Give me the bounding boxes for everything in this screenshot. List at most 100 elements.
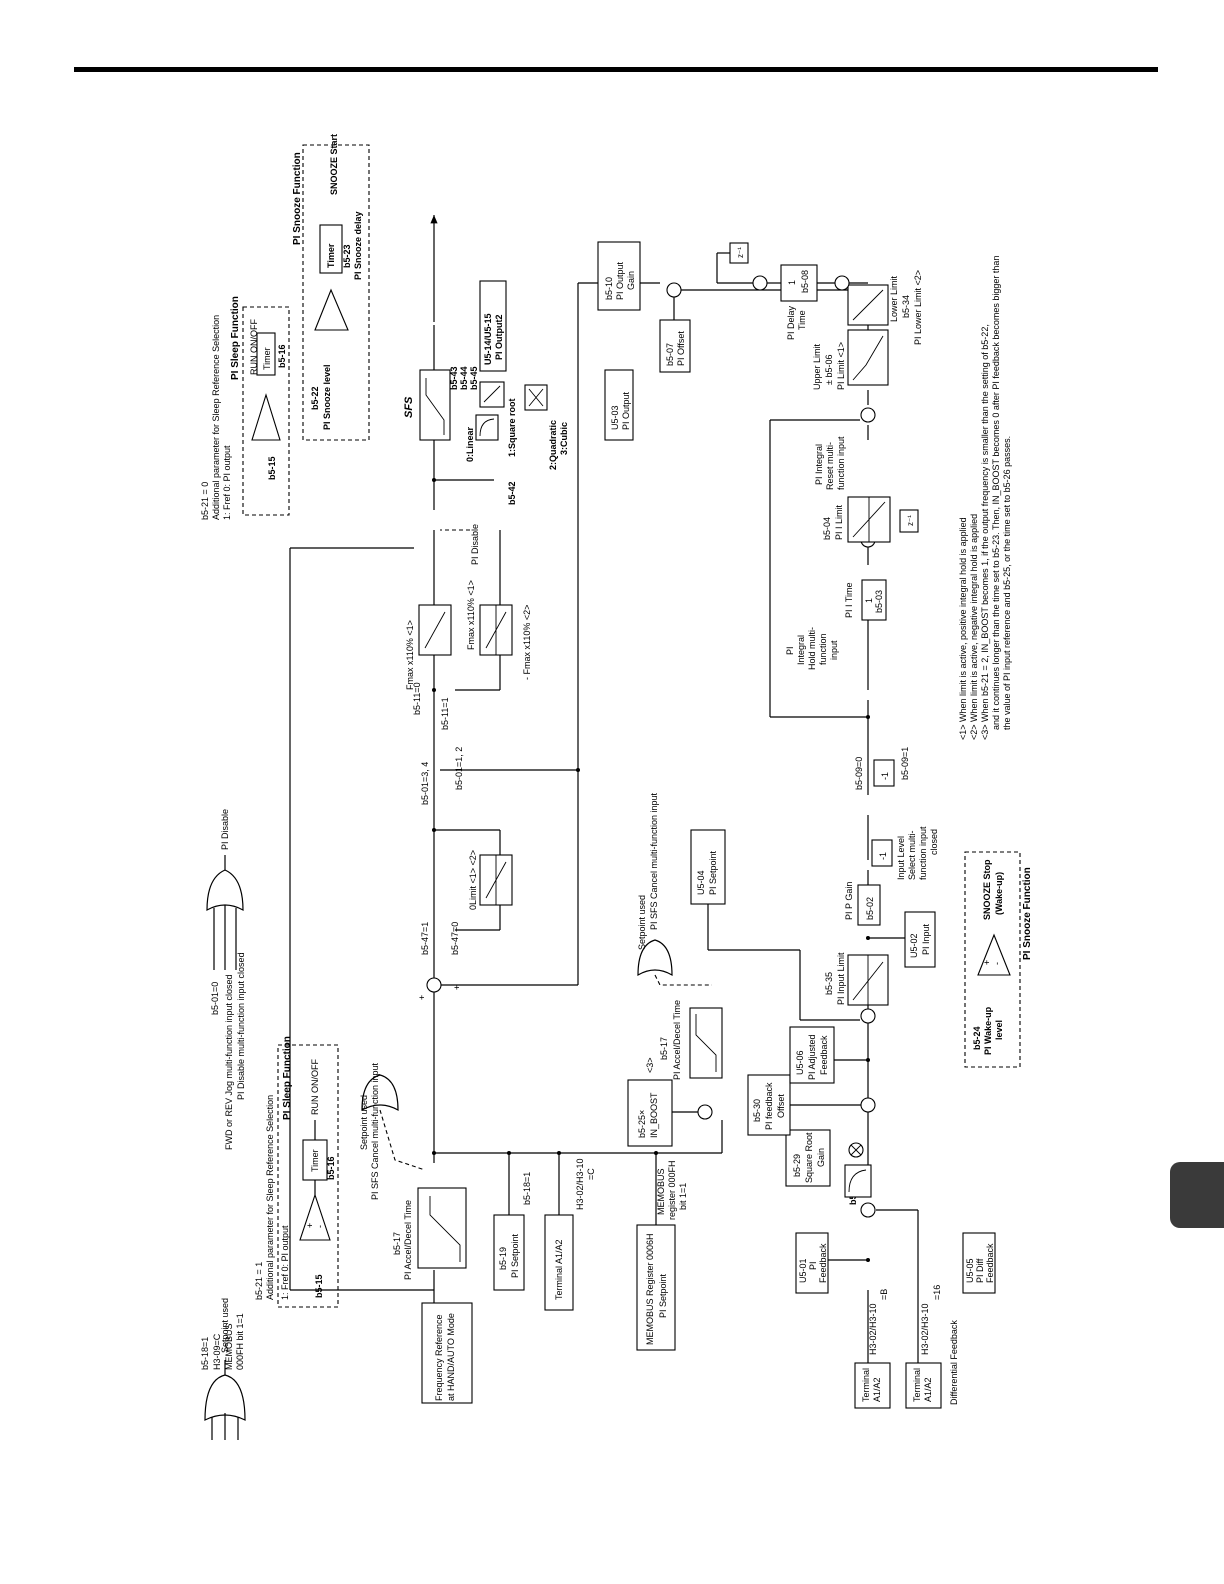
b544: b5-44 — [459, 366, 469, 390]
offset-a: b5-30 — [752, 1099, 762, 1122]
svg-text:+: + — [982, 960, 992, 965]
u501-c: Feedback — [818, 1243, 828, 1283]
disable-input-3: PI Disable multi-function input closed — [236, 952, 246, 1100]
accel2-param: b5-17 — [659, 1037, 669, 1060]
disable-input-2: FWD or REV Jog multi-function input clos… — [224, 974, 234, 1150]
u502-a: U5-02 — [909, 933, 919, 958]
b519-label-a: b5-19 — [498, 1247, 508, 1270]
snooze-start: SNOOZE Start — [329, 134, 339, 195]
u503-a: U5-03 — [610, 405, 620, 430]
sfs-section: SFS b5-42 0:Linear 1:Square root 2:Quadr… — [403, 280, 634, 505]
fmax-1: Fmax x110% <1> — [405, 620, 415, 690]
ulim-1: Upper Limit — [812, 343, 822, 390]
note-1: <1> When limit is active, positive integ… — [958, 517, 968, 740]
left-sleep-sel-desc: Additional parameter for Sleep Reference… — [265, 1095, 275, 1300]
ireset-1: PI Integral — [814, 444, 824, 485]
wake-level-a: b5-24 — [972, 1026, 982, 1050]
left-sleep-sel-param: b5-21 = 1 — [254, 1262, 264, 1300]
boost-a: b5-25× — [637, 1110, 647, 1138]
accel2-label: PI Accel/Decel Time — [672, 1000, 682, 1080]
sfs-or-left: Setpoint used PI SFS Cancel multi-functi… — [359, 1062, 426, 1200]
offset-b: PI feedback — [764, 1082, 774, 1130]
snooze-stop-a: SNOOZE Stop — [982, 859, 992, 920]
top-sleep-level: b5-15 — [267, 456, 277, 480]
boost-block: b5-25× IN_BOOST <3> — [627, 1057, 723, 1153]
left-sleep-sel-opts: 1: Fref 0: PI output — [280, 1225, 290, 1300]
top-sleep-sel-opts: 1: Fref 0: PI output — [222, 445, 232, 520]
mbreg-label-1: MEMOBUS — [656, 1168, 666, 1215]
b511-1: b5-11=1 — [440, 697, 450, 730]
accel-block-2: b5-17 PI Accel/Decel Time — [659, 1000, 723, 1080]
ireset-3: function input — [836, 436, 846, 490]
feedback-section: Terminal A1/A2 Terminal A1/A2 H3-02/H3-1… — [747, 1026, 996, 1409]
snooze-timer-param: b5-23 — [342, 244, 352, 268]
curve-cubic: 3:Cubic — [559, 422, 569, 455]
b501-12: b5-01=1, 2 — [454, 747, 464, 790]
memobus-label-2: PI Setpoint — [658, 1273, 668, 1318]
curve-quad: 2:Quadratic — [548, 420, 558, 470]
llim-3: PI Lower Limit <2> — [913, 270, 923, 345]
sfs-label: SFS — [403, 396, 415, 418]
accel-block-1: b5-17 PI Accel/Decel Time — [392, 1187, 467, 1280]
bottom-snooze-function: + - b5-24 PI Wake-up level SNOOZE Stop (… — [964, 851, 1033, 1068]
b507-b: PI Offset — [676, 331, 686, 366]
sfs-or-right: Setpoint used PI SFS Cancel multi-functi… — [637, 792, 712, 986]
ireset-2: Reset multi- — [825, 442, 835, 490]
ihold-4: function — [818, 633, 828, 665]
or-input-1: b5-18=1 — [200, 1337, 210, 1370]
boost-note: <3> — [645, 1057, 655, 1073]
bottom-snooze-title: PI Snooze Function — [1022, 867, 1033, 960]
memobus-block: MEMOBUS Register 0006H PI Setpoint MEMOB… — [636, 1153, 688, 1351]
u505-b: PI Diff — [975, 1258, 985, 1283]
pi-disable-label: PI Disable — [470, 524, 480, 565]
b510-b: PI Output — [615, 261, 625, 300]
snooze-delay: PI Snooze delay — [353, 211, 363, 280]
or-input-3a: MEMOBUS — [224, 1323, 234, 1370]
b509-1: b5-09=1 — [900, 747, 910, 780]
b547-1: b5-47=1 — [420, 922, 430, 955]
ils-1: Input Level — [896, 836, 906, 880]
u505-c: Feedback — [985, 1243, 995, 1283]
h3-label-a: H3-02/H3-10 — [575, 1158, 585, 1210]
note-3a: <3> When b5-21 = 2, IN_BOOST becomes 1, … — [980, 324, 990, 740]
disable-or-gate: b5-01=0 FWD or REV Jog multi-function in… — [206, 809, 246, 1150]
b510-a: b5-10 — [604, 277, 614, 300]
pi-disable-output: PI Disable — [220, 809, 230, 850]
fmax-2: Fmax x110% <1> — [466, 580, 476, 650]
sqrt-a: b5-29 — [792, 1154, 802, 1177]
mbreg-label-2: register 000FH — [667, 1160, 677, 1220]
fb-term1-b: A1/A2 — [872, 1377, 882, 1402]
left-sleep-run: RUN ON/OFF — [310, 1059, 320, 1115]
svg-text:+: + — [417, 995, 427, 1000]
top-snooze-title: PI Snooze Function — [292, 152, 303, 245]
fb-h3-b-a: H3-02/H3-10 — [868, 1303, 878, 1355]
itime-label: PI I Time — [844, 582, 854, 618]
disable-input-1: b5-01=0 — [210, 982, 220, 1015]
fb-h3-16-a: H3-02/H3-10 — [920, 1303, 930, 1355]
b535-b: PI Input Limit — [836, 952, 846, 1005]
curve-linear: 0:Linear — [465, 426, 475, 462]
freq-ref-label-2: at HAND/AUTO Mode — [446, 1313, 456, 1401]
fb-h3-b-b: =B — [879, 1289, 889, 1300]
b507-a: b5-07 — [665, 343, 675, 366]
b508-label: b5-08 — [800, 270, 810, 293]
b504-b: PI I Limit — [834, 504, 844, 540]
fb-term2-b: A1/A2 — [923, 1377, 933, 1402]
b503-label: b5-03 — [874, 590, 884, 613]
u501-a: U5-01 — [798, 1258, 808, 1283]
note-3b: and it continues longer than the time se… — [991, 256, 1001, 730]
u503-b: PI Output — [621, 391, 631, 430]
mbreg-label-3: bit 1=1 — [678, 1183, 688, 1210]
left-sleep-timer-param: b5-16 — [326, 1156, 336, 1180]
u501-b: PI — [808, 1261, 818, 1270]
b519-block: b5-19 PI Setpoint b5-18=1 — [493, 1153, 532, 1291]
z-1: z⁻¹ — [906, 515, 915, 526]
or-input-3b: 000FH bit 1=1 — [235, 1313, 245, 1370]
left-sleep-function: b5-21 = 1 Additional parameter for Sleep… — [254, 1036, 339, 1308]
freq-ref-block: Frequency Reference at HAND/AUTO Mode — [421, 1270, 473, 1404]
svg-text:+: + — [305, 1223, 315, 1228]
svg-text:-: - — [992, 962, 1002, 965]
llim-1: Lower Limit — [889, 275, 899, 322]
b502-label: b5-02 — [865, 897, 875, 920]
ihold-5: input — [829, 640, 839, 660]
